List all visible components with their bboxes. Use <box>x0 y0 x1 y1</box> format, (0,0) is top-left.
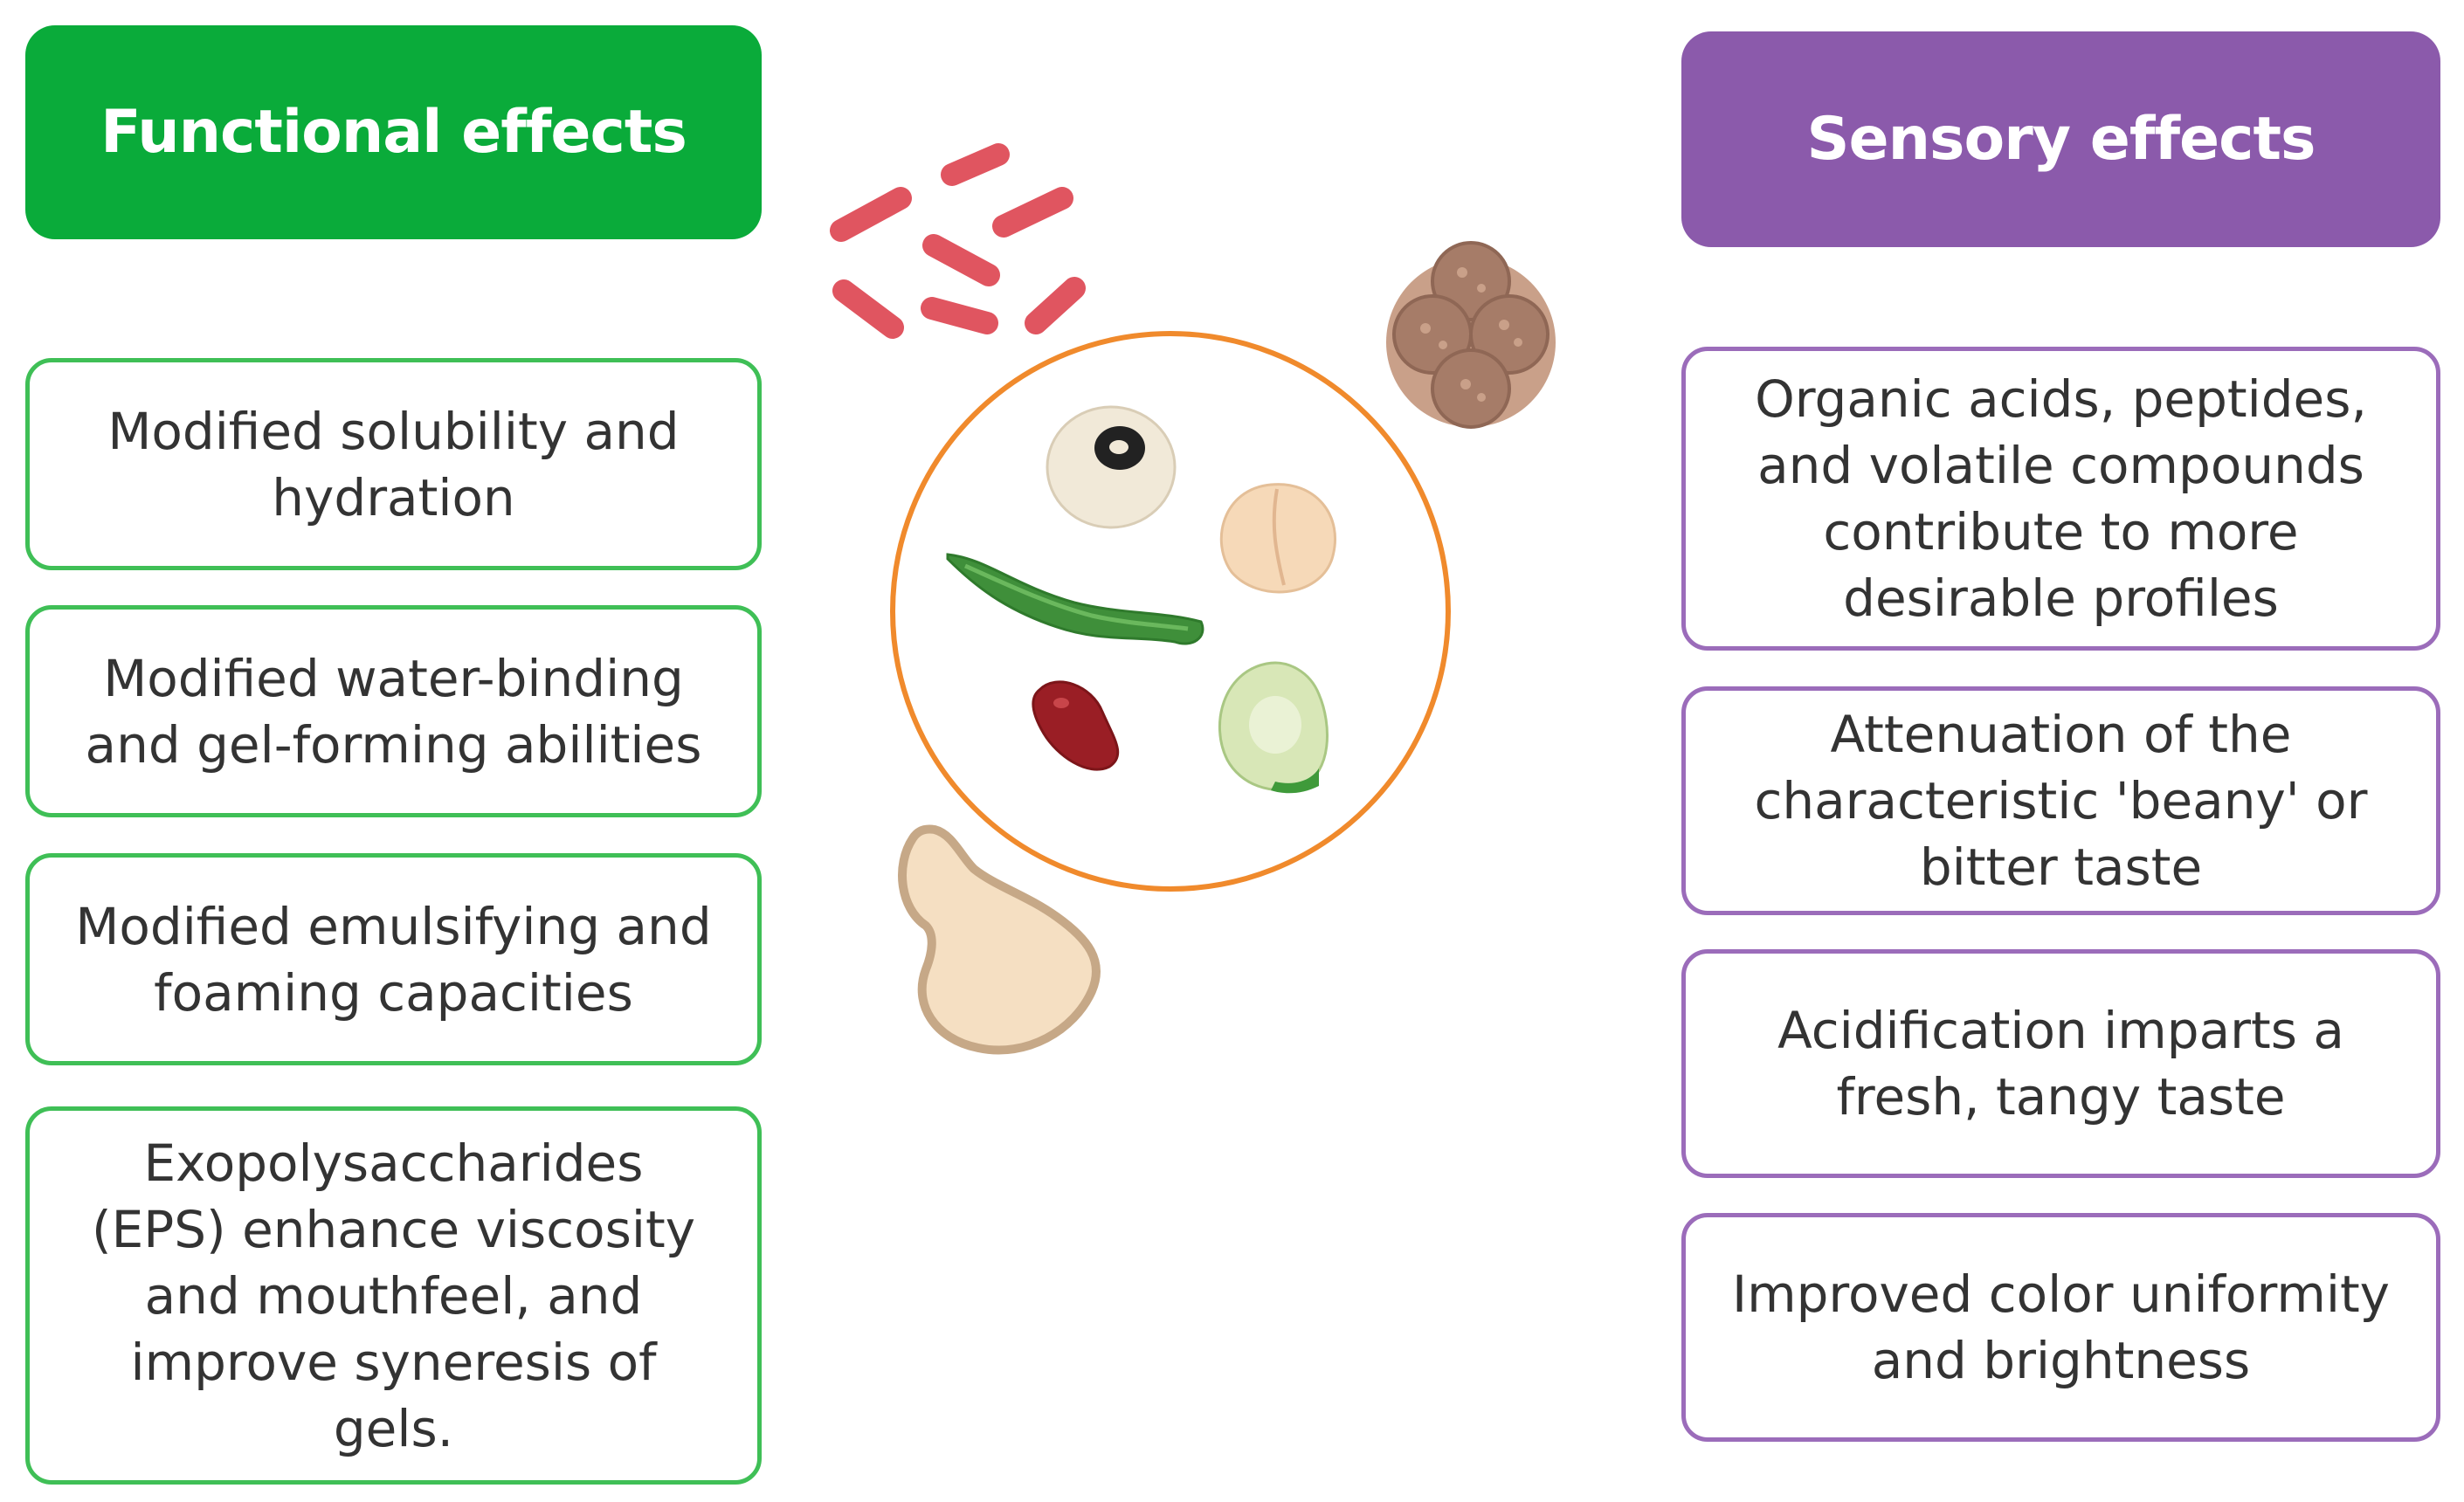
black-eyed-bean-icon <box>1046 405 1177 529</box>
functional-effect-text-4: Exopolysaccharides (EPS) enhance viscosi… <box>91 1133 696 1458</box>
legume-circle-icon <box>890 331 1451 892</box>
sensory-effect-text-4: Improved color uniformity and brightness <box>1731 1264 2391 1390</box>
sensory-effects-header: Sensory effects <box>1681 31 2440 247</box>
yeast-cell-icon <box>898 824 1101 1055</box>
functional-effect-box-2: Modified water-binding and gel-forming a… <box>25 605 762 817</box>
functional-effects-title: Functional effects <box>100 98 687 167</box>
functional-effect-text-1: Modified solubility and hydration <box>107 401 680 527</box>
fava-bean-icon <box>1218 661 1329 794</box>
sensory-effect-text-1: Organic acids, peptides, and volatile co… <box>1755 369 2367 628</box>
functional-effect-box-4: Exopolysaccharides (EPS) enhance viscosi… <box>25 1106 762 1485</box>
chickpea-icon <box>1219 483 1336 594</box>
sensory-effect-text-2: Attenuation of the characteristic 'beany… <box>1754 705 2368 897</box>
sensory-effect-box-1: Organic acids, peptides, and volatile co… <box>1681 347 2440 651</box>
sensory-effect-box-4: Improved color uniformity and brightness <box>1681 1213 2440 1442</box>
sensory-effect-text-3: Acidification imparts a fresh, tangy tas… <box>1777 1001 2344 1126</box>
functional-effects-header: Functional effects <box>25 25 762 239</box>
rod-bacteria-icon <box>830 143 1086 339</box>
functional-effect-text-2: Modified water-binding and gel-forming a… <box>85 648 702 775</box>
functional-effect-box-3: Modified emulsifying and foaming capacit… <box>25 853 762 1065</box>
sensory-effect-box-2: Attenuation of the characteristic 'beany… <box>1681 686 2440 915</box>
sensory-effect-box-3: Acidification imparts a fresh, tangy tas… <box>1681 949 2440 1178</box>
center-illustration <box>830 143 1556 1055</box>
coccus-cluster-icon <box>1386 241 1556 429</box>
pea-pod-icon <box>946 553 1204 645</box>
functional-effect-box-1: Modified solubility and hydration <box>25 358 762 570</box>
functional-effect-text-3: Modified emulsifying and foaming capacit… <box>75 896 712 1023</box>
sensory-effects-title: Sensory effects <box>1806 105 2316 174</box>
kidney-bean-icon <box>1032 680 1120 771</box>
